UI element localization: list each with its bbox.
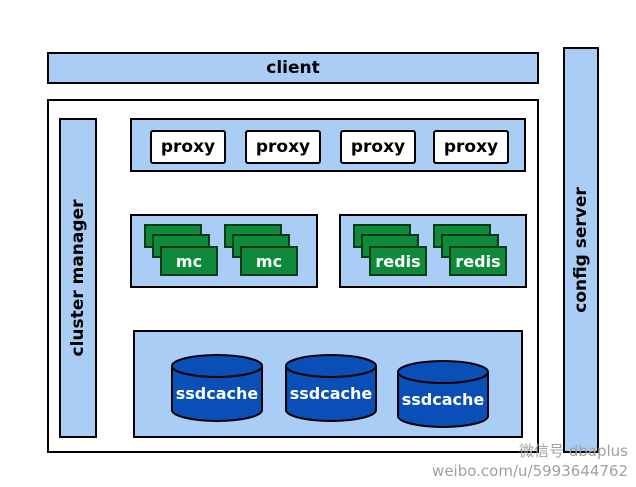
redis-node: redis	[369, 246, 427, 276]
redis-node: redis	[449, 246, 507, 276]
ssdcache-cylinder-icon	[285, 354, 377, 422]
watermark-line1: 微信号 dbaplus	[518, 442, 628, 460]
ssdcache-cylinder-icon	[397, 360, 489, 428]
mc-node: mc	[160, 246, 218, 276]
proxy-node: proxy	[340, 130, 416, 164]
ssdcache-node: ssdcache	[289, 384, 373, 403]
client-bar: client	[47, 52, 539, 84]
proxy-node: proxy	[150, 130, 226, 164]
config-server-bar: config server	[563, 47, 599, 453]
mc-layer: mc mc	[130, 214, 318, 288]
proxy-node: proxy	[433, 130, 509, 164]
ssdcache-cylinder-icon	[171, 354, 263, 422]
watermark-line2: weibo.com/u/5993644762	[432, 462, 628, 480]
client-label: client	[266, 58, 320, 78]
ssdcache-node: ssdcache	[401, 390, 485, 409]
ssdcache-layer: ssdcache ssdcache ssdcache	[133, 330, 523, 438]
mc-node: mc	[240, 246, 298, 276]
redis-layer: redis redis	[339, 214, 527, 288]
proxy-node: proxy	[245, 130, 321, 164]
proxy-layer: proxy proxy proxy proxy	[130, 118, 526, 172]
cluster-manager-label: cluster manager	[68, 199, 88, 357]
cluster-manager-bar: cluster manager	[59, 118, 97, 438]
config-server-label: config server	[571, 187, 591, 313]
ssdcache-node: ssdcache	[175, 384, 259, 403]
